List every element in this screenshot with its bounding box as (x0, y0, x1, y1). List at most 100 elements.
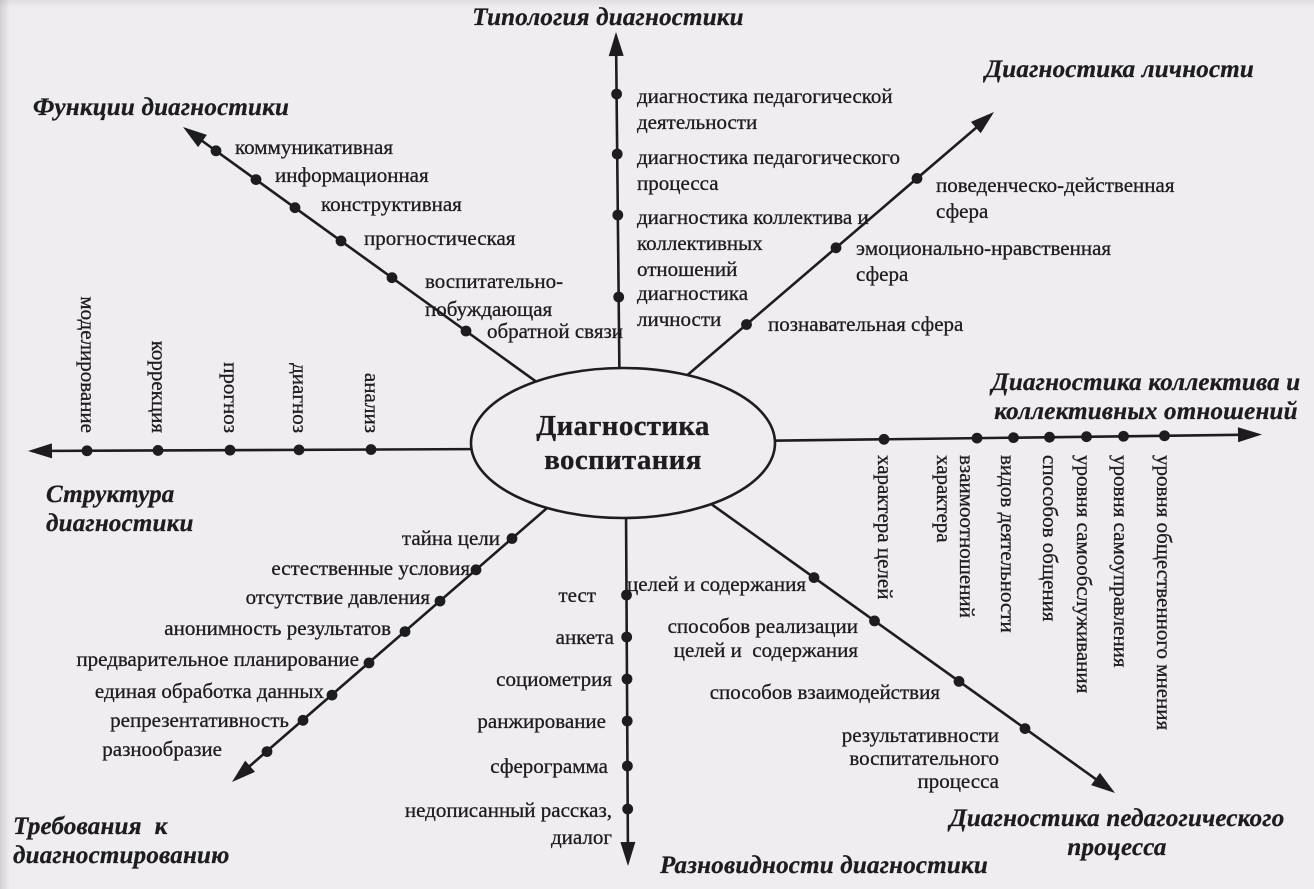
dot-southwest-2 (434, 595, 446, 607)
dot-west-3 (293, 444, 305, 456)
dot-southwest-3 (399, 626, 411, 637)
axis-line-east (749, 433, 1259, 443)
dot-southwest-5 (326, 689, 338, 701)
axis-title-southwest: Требования к диагностированию (13, 813, 230, 869)
dot-west-4 (365, 444, 377, 455)
axis-title-west: Структура диагностики (46, 481, 194, 537)
dot-north-1 (611, 148, 623, 160)
dot-southeast-0 (808, 572, 820, 583)
item-northwest-5: обратной связи (487, 319, 624, 343)
axis-title-south: Разновидности диагностики (660, 852, 988, 879)
center-label: Диагностика воспитания (536, 410, 710, 476)
item-north-1: диагностика педагогического процесса (637, 145, 900, 195)
item-east-5: уровня самоуправления (1108, 455, 1133, 668)
dot-north-0 (611, 88, 622, 100)
dot-east-5 (1118, 430, 1129, 442)
axis-line-southwest (235, 501, 555, 779)
dot-southwest-6 (297, 714, 309, 726)
arrowhead-west (28, 443, 53, 459)
axis-dots (81, 88, 1170, 815)
dot-east-2 (1008, 432, 1019, 444)
dot-east-0 (878, 433, 890, 445)
axis-title-northwest: Функции диагностики (33, 94, 290, 121)
axis-line-west (31, 447, 496, 453)
dot-northwest-5 (460, 325, 472, 337)
item-northwest-0: коммуникативная (235, 135, 394, 159)
item-east-1-line-0: характера (931, 455, 956, 543)
item-southwest-4: предварительное планирование (76, 647, 359, 671)
axis-title-northeast: Диагностика личности (985, 56, 1255, 83)
dot-southeast-1 (869, 615, 880, 627)
dot-southwest-0 (506, 533, 518, 544)
item-northeast-2: познавательная сфера (768, 312, 964, 336)
item-southeast-0: целей и содержания (626, 572, 806, 596)
scan-shade-left (0, 0, 10, 889)
item-west-4: анализ (359, 372, 384, 433)
dot-southeast-2 (953, 676, 965, 687)
arrowhead-north (608, 32, 624, 57)
item-north-3: диагностика личности (637, 281, 749, 331)
dot-south-3 (621, 715, 633, 727)
arrowhead-east (1237, 427, 1262, 443)
scan-shade-top (0, 0, 1314, 8)
dot-east-6 (1159, 430, 1170, 442)
item-southeast-1: способов реализации целей и содержания (667, 614, 858, 662)
item-northwest-1: информационная (275, 163, 429, 187)
item-south-4: сферограмма (490, 754, 608, 778)
dot-north-3 (613, 291, 625, 303)
item-southwest-2: отсутствие давления (245, 585, 430, 609)
item-northeast-1: эмоционально-нравственная сфера (856, 236, 1112, 286)
item-west-0: моделирование (75, 296, 100, 433)
item-east-4: уровня самообслуживания (1071, 455, 1096, 694)
item-southwest-6: репрезентативность (110, 708, 289, 732)
dot-west-0 (81, 445, 93, 457)
item-north-2: диагностика коллектива и коллективных от… (637, 205, 869, 281)
item-west-2: прогноз (218, 362, 243, 433)
item-south-3: ранжирование (477, 709, 606, 733)
dot-south-0 (621, 589, 632, 601)
dot-east-4 (1081, 431, 1092, 443)
item-east-0: характера целей (872, 455, 897, 600)
dot-northeast-0 (911, 173, 923, 184)
item-northwest-4: воспитательно- побуждающая (425, 269, 564, 321)
dot-north-2 (612, 209, 624, 221)
dot-northwest-3 (335, 235, 347, 247)
item-east-6: уровня общественного мнения (1152, 455, 1176, 731)
axis-line-northwest (186, 128, 546, 390)
item-southeast-3: результативности воспитательного процесс… (841, 723, 1000, 793)
dot-northeast-1 (830, 242, 842, 254)
item-west-1: коррекция (146, 340, 171, 434)
dot-southeast-3 (1019, 723, 1031, 734)
center-ellipse (469, 366, 777, 520)
dot-south-4 (622, 760, 633, 772)
dot-west-2 (224, 444, 236, 456)
axis-title-southeast: Диагностика педагогического процесса (949, 805, 1285, 861)
item-south-2: социометрия (496, 667, 612, 691)
item-southwest-1: естественные условия (271, 556, 470, 580)
axis-title-east: Диагностика коллектива и коллективных от… (991, 369, 1301, 425)
item-southwest-0: тайна цели (401, 526, 500, 550)
dot-east-1 (971, 432, 983, 444)
item-south-5: недописанный рассказ, диалог (404, 798, 612, 849)
item-south-1: анкета (555, 625, 615, 649)
axis-title-north: Типология диагностики (472, 4, 744, 31)
item-northwest-2: конструктивная (321, 192, 462, 216)
dot-northwest-0 (210, 145, 222, 157)
item-east-3: способов общения (1037, 455, 1062, 622)
dot-south-2 (621, 673, 633, 685)
item-west-3: диагноз (287, 363, 312, 433)
item-northeast-0: поведенческо-действенная сфера (936, 173, 1175, 223)
dot-southwest-7 (261, 746, 273, 757)
arrowhead-southwest (232, 760, 255, 782)
dot-south-5 (622, 803, 634, 815)
arrowhead-southeast (1091, 772, 1115, 793)
axis-line-southeast (699, 494, 1112, 792)
dot-northwest-4 (386, 272, 398, 284)
dot-south-1 (621, 631, 633, 643)
item-southwest-3: анонимность результатов (164, 616, 391, 640)
item-south-0: тест (558, 583, 596, 607)
dot-west-1 (152, 445, 164, 456)
dot-southwest-4 (363, 657, 375, 669)
